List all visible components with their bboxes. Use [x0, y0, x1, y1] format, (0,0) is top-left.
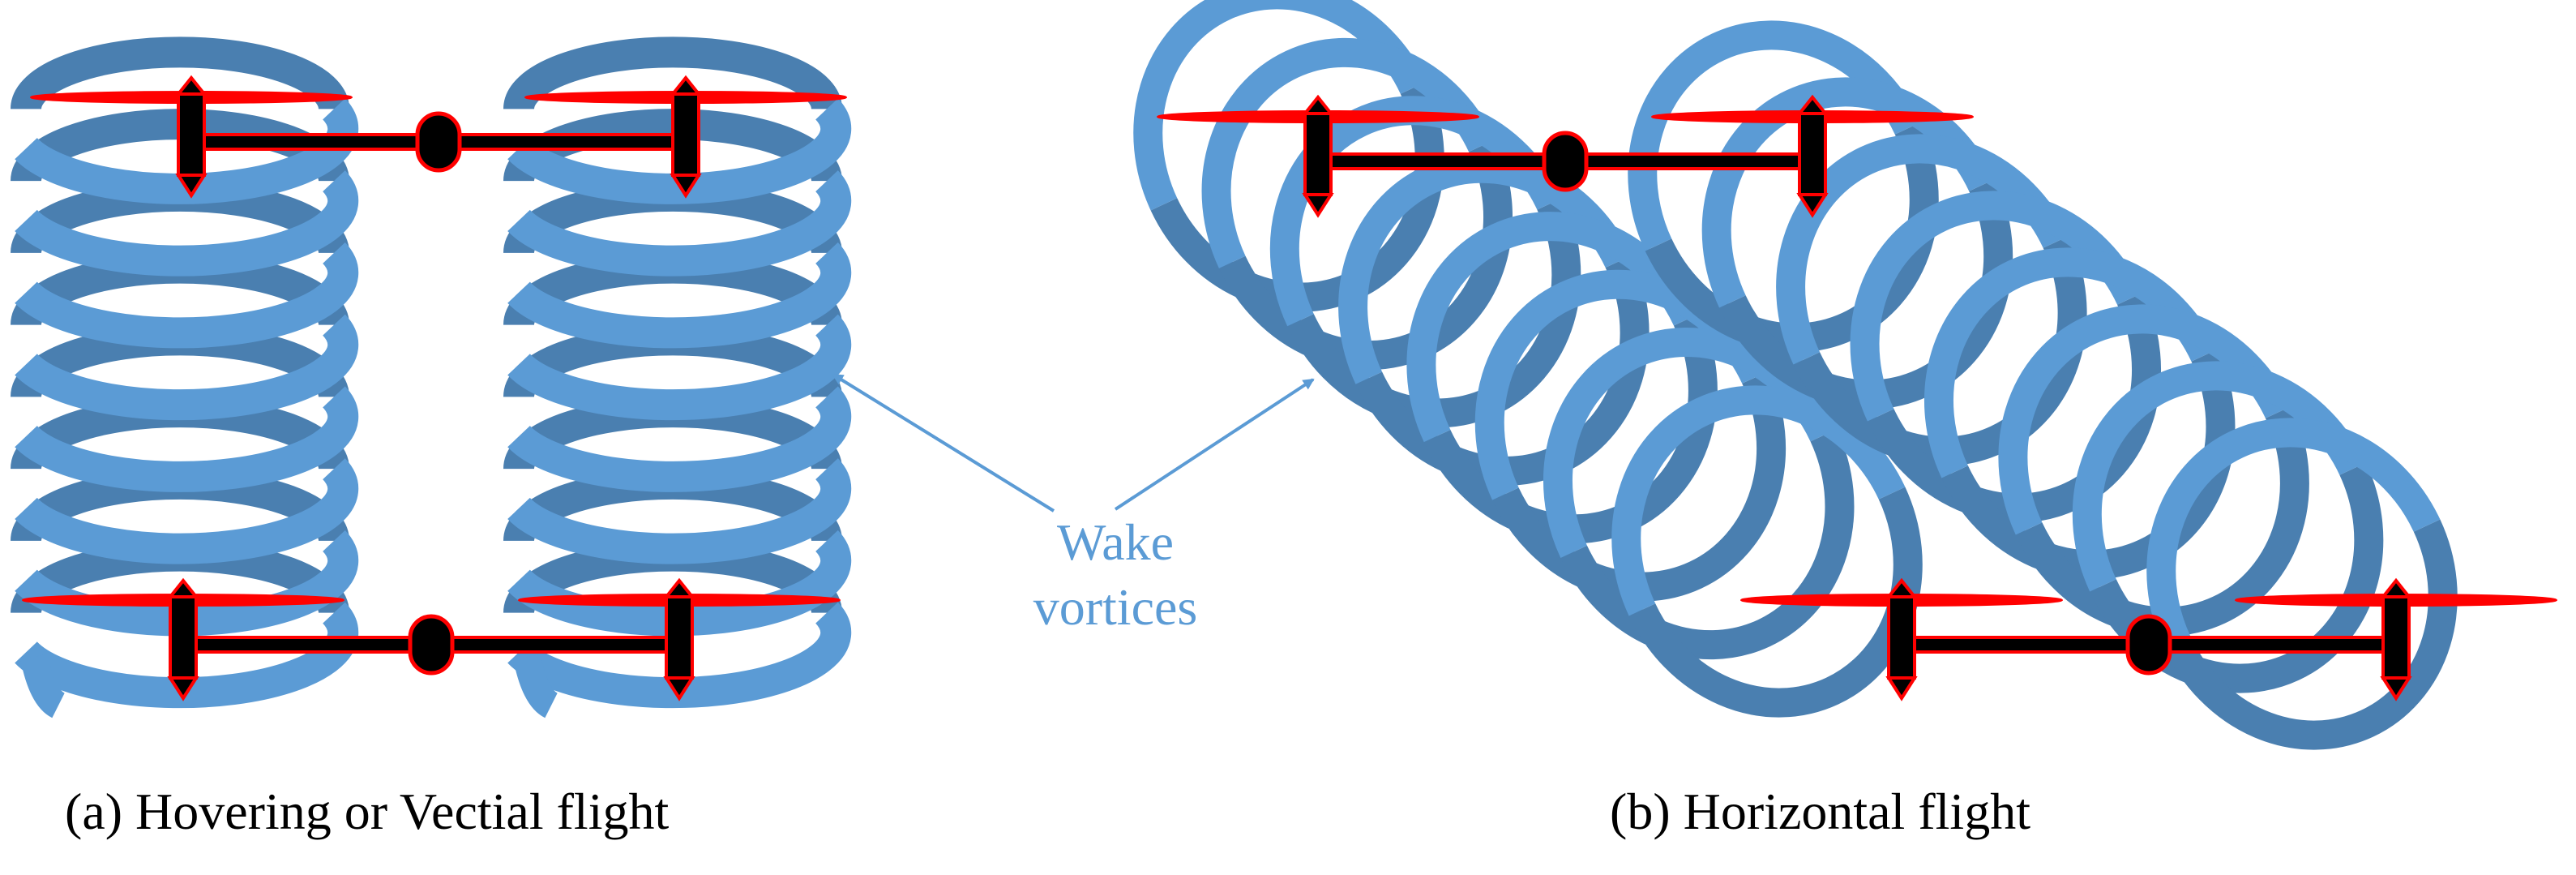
motor-body-left [169, 595, 198, 680]
motor-cap-right [662, 577, 696, 598]
annotation-label-line2: vortices [1033, 578, 1198, 636]
vortex-ring-front [1338, 153, 1632, 384]
vortex-ring-back [1628, 487, 1923, 718]
motor-cap-right [2379, 577, 2413, 598]
vortex-ring-front [2072, 361, 2366, 592]
vortex-ring-back [2015, 405, 2309, 637]
wake-vortex-helix-left [11, 36, 359, 718]
motor-tip-left [167, 676, 199, 701]
motor-cap-left [166, 577, 200, 598]
motor-body-right [2381, 595, 2411, 680]
caption-right: (b) Horizontal flight [1610, 783, 2030, 840]
motor-body-left [177, 92, 206, 177]
motor-tip-right [663, 676, 695, 701]
drone-top [30, 75, 847, 199]
motor-cap-right [669, 75, 703, 96]
vortex-ring-front [1850, 191, 2144, 422]
vortex-ring-front [2146, 418, 2441, 649]
annotation: Wake vortices [832, 373, 1315, 636]
vortex-ring-front [1133, 0, 1427, 211]
motor-tip-left [1302, 193, 1334, 218]
drone-hub [415, 111, 462, 173]
motor-cap-left [1301, 94, 1335, 115]
vortex-ring-front [1776, 134, 2070, 365]
vortex-ring-back [1941, 349, 2236, 580]
caption-left: (a) Hovering or Vectial flight [65, 783, 669, 840]
vortex-ring-front [507, 386, 852, 492]
vortex-ring-back [503, 36, 842, 110]
drone-bottom-tilted-panel [1740, 577, 2557, 701]
vortex-ring-front [1998, 304, 2292, 535]
vortex-ring-front [15, 386, 359, 492]
panel-horizontal [1133, 0, 2557, 750]
motor-tip-left [175, 174, 208, 199]
vortex-ring-front [15, 242, 359, 349]
vortex-ring-front [507, 314, 852, 421]
vortex-ring-front [1201, 37, 1496, 268]
vortex-tail [20, 654, 66, 718]
vortex-ring-back [1492, 371, 1787, 602]
drone-hub [1542, 131, 1589, 192]
wake-vortex-helix-right [503, 36, 852, 718]
motor-body-right [1798, 112, 1827, 196]
vortex-ring-front [15, 314, 359, 421]
vortex-ring-front [1923, 247, 2219, 478]
vortex-tail [513, 654, 559, 718]
motor-body-left [1887, 595, 1916, 680]
vortex-ring-front [1701, 77, 1996, 308]
vortex-ring-back [1560, 429, 1855, 660]
vortex-ring-front [1406, 212, 1701, 443]
vortex-ring-front [15, 458, 359, 564]
motor-body-right [671, 92, 700, 177]
drone-hub [408, 614, 455, 676]
annotation-label-line1: Wake [1057, 513, 1174, 571]
drone-hub [2125, 614, 2172, 676]
drone-bottom [22, 577, 841, 701]
panel-hovering [11, 36, 852, 718]
vortex-ring-back [1719, 178, 2013, 410]
annotation-arrow-left [832, 373, 1055, 513]
motor-tip-left [1885, 676, 1918, 701]
vortex-ring-front [1611, 385, 1906, 616]
wake-vortex-helix-slanted-right [1628, 20, 2458, 750]
vortex-ring-back [1867, 292, 2162, 523]
motor-body-left [1303, 112, 1333, 196]
vortex-ring-front [507, 458, 852, 564]
motor-cap-right [1795, 94, 1829, 115]
vortex-ring-front [15, 170, 359, 277]
annotation-arrow-right [1114, 378, 1315, 511]
vortex-ring-back [1793, 235, 2087, 466]
vortex-ring-front [1628, 20, 1922, 251]
vortex-ring-front [507, 98, 852, 204]
vortex-ring-front [507, 602, 852, 709]
motor-cap-left [174, 75, 208, 96]
vortex-ring-front [507, 242, 852, 349]
motor-tip-right [2380, 676, 2412, 701]
motor-tip-right [1796, 193, 1829, 218]
vortex-ring-back [11, 36, 349, 110]
drone-top-tilted-panel [1157, 94, 1974, 218]
motor-body-right [665, 595, 694, 680]
motor-tip-right [670, 174, 702, 199]
motor-cap-left [1885, 577, 1919, 598]
vortex-ring-back [1645, 122, 1939, 353]
vortex-ring-front [507, 170, 852, 277]
